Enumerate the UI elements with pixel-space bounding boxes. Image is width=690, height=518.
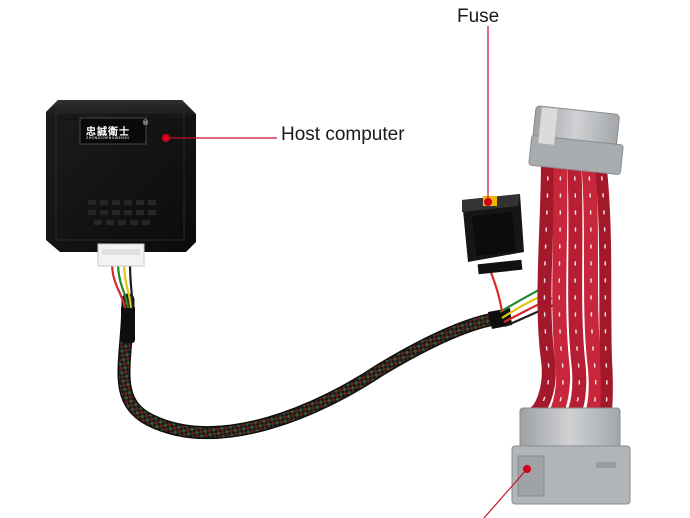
registered-mark: ® [142, 119, 149, 127]
host-computer-box [46, 100, 196, 267]
host-computer-callout [162, 134, 277, 142]
brand-name-chinese: 忠誠衛士 [86, 127, 130, 138]
braided-cable [117, 293, 512, 440]
fuse-label: Fuse [457, 6, 500, 27]
fuse-holder [462, 194, 524, 275]
fuse-callout [484, 26, 492, 206]
connector-callout [483, 465, 531, 518]
brand-name-latin: ZHONGCHENGWEISHI [86, 136, 130, 140]
top-connector [528, 105, 624, 175]
host-computer-label: Host computer [281, 124, 405, 145]
host-wires [110, 261, 135, 309]
red-wire-harness [529, 153, 613, 419]
bottom-connector [511, 407, 631, 505]
